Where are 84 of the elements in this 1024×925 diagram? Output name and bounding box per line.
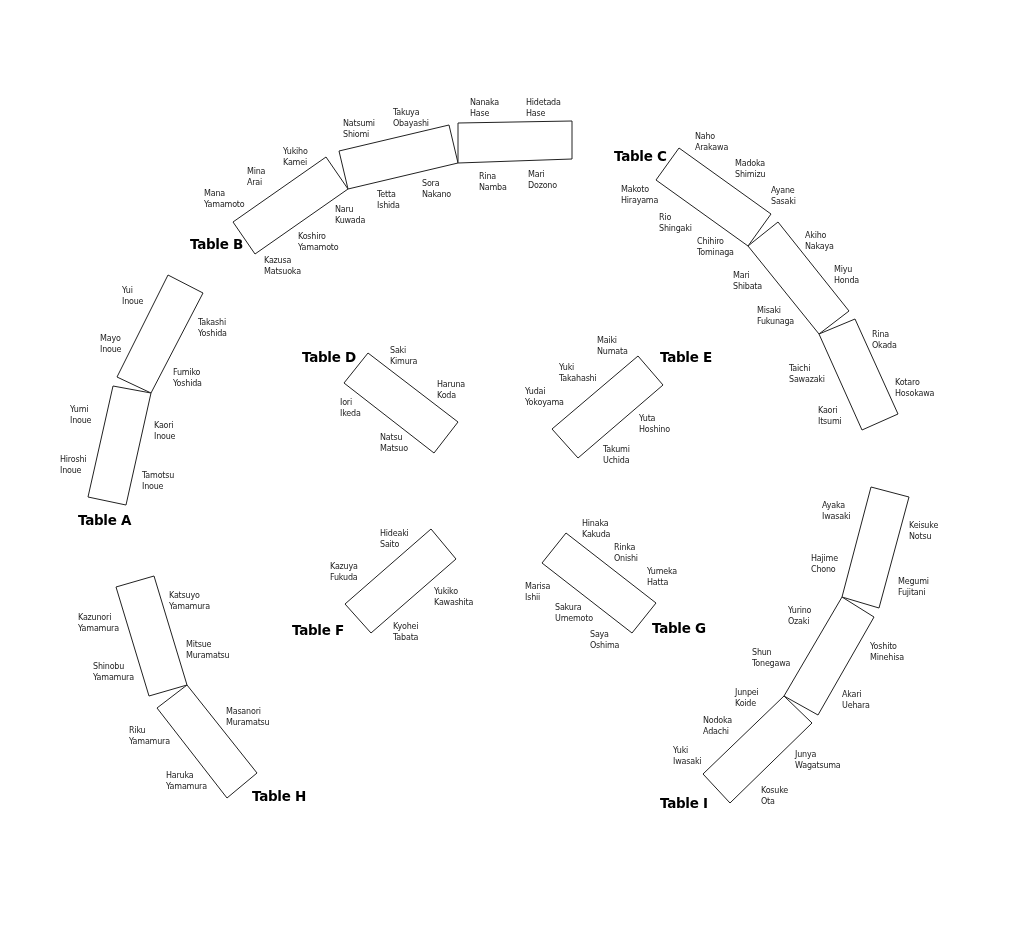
table-label: Table G	[652, 620, 706, 636]
guest-name: Miyu Honda	[834, 264, 859, 286]
table-label: Table A	[78, 512, 132, 528]
guest-name: Mayo Inoue	[100, 333, 122, 355]
guest-name: Kazuya Fukuda	[330, 561, 358, 583]
guest-name: Yuki Iwasaki	[673, 745, 702, 767]
guest-name: Chihiro Tominaga	[697, 236, 734, 258]
guest-name: Rina Okada	[872, 329, 897, 351]
guest-name: Megumi Fujitani	[898, 576, 929, 598]
guest-name: Nanaka Hase	[470, 97, 500, 119]
guest-name: Kotaro Hosokawa	[895, 377, 935, 399]
guest-name: Riku Yamamura	[129, 725, 170, 747]
guest-name: Natsumi Shiomi	[343, 118, 375, 140]
guest-name: Yuki Takahashi	[559, 362, 597, 384]
guest-name: Yurino Ozaki	[788, 605, 812, 627]
guest-name: Hidetada Hase	[526, 97, 561, 119]
table-label: Table F	[292, 622, 344, 638]
guest-name: Takashi Yoshida	[198, 317, 227, 339]
guest-name: Ayaka Iwasaki	[822, 500, 851, 522]
guest-name: Yumeka Hatta	[647, 566, 677, 588]
guest-name: Koshiro Yamamoto	[298, 231, 339, 253]
guest-name: Sakura Umemoto	[555, 602, 593, 624]
guest-name: Natsu Matsuo	[380, 432, 408, 454]
guest-name: Tetta Ishida	[377, 189, 400, 211]
guest-name: Sora Nakano	[422, 178, 452, 200]
guest-name: Mina Arai	[247, 166, 266, 188]
guest-name: Haruka Yamamura	[166, 770, 207, 792]
guest-name: Yumi Inoue	[70, 404, 92, 426]
guest-name: Rina Namba	[479, 171, 507, 193]
guest-name: Yoshito Minehisa	[870, 641, 904, 663]
guest-name: Saya Oshima	[590, 629, 620, 651]
guest-name: Kazusa Matsuoka	[264, 255, 301, 277]
table-label: Table E	[660, 349, 712, 365]
guest-name: Hinaka Kakuda	[582, 518, 611, 540]
guest-name: Kosuke Ota	[761, 785, 789, 807]
guest-name: Junpei Koide	[735, 687, 759, 709]
guest-name: Akiho Nakaya	[805, 230, 834, 252]
guest-name: Hajime Chono	[811, 553, 838, 575]
guest-name: Saki Kimura	[390, 345, 418, 367]
guest-name: Rinka Onishi	[614, 542, 638, 564]
guest-name: Hideaki Saito	[380, 528, 409, 550]
guest-name: Shun Tonegawa	[752, 647, 791, 669]
guest-name: Yudai Yokoyama	[525, 386, 564, 408]
guest-name: Mana Yamamoto	[204, 188, 245, 210]
guest-name: Haruna Koda	[437, 379, 466, 401]
guest-name: Takuya Obayashi	[393, 107, 429, 129]
guest-name: Kaori Inoue	[154, 420, 176, 442]
guest-name: Takumi Uchida	[603, 444, 630, 466]
guest-name: Kyohei Tabata	[393, 621, 419, 643]
guest-name: Kazunori Yamamura	[78, 612, 119, 634]
guest-name: Hiroshi Inoue	[60, 454, 87, 476]
guest-name: Mitsue Muramatsu	[186, 639, 230, 661]
guest-name: Naru Kuwada	[335, 204, 366, 226]
guest-name: Tamotsu Inoue	[142, 470, 175, 492]
guest-name: Shinobu Yamamura	[93, 661, 134, 683]
guest-name: Nodoka Adachi	[703, 715, 733, 737]
table-label: Table D	[302, 349, 356, 365]
guest-name: Ayane Sasaki	[771, 185, 796, 207]
table-label: Table C	[614, 148, 667, 164]
table-label: Table I	[660, 795, 708, 811]
guest-name: Mari Shibata	[733, 270, 762, 292]
guest-name: Yui Inoue	[122, 285, 144, 307]
guest-name: Iori Ikeda	[340, 397, 361, 419]
guest-name: Yuta Hoshino	[639, 413, 670, 435]
guest-name: Katsuyo Yamamura	[169, 590, 210, 612]
guest-name: Madoka Shimizu	[735, 158, 766, 180]
guest-name: Naho Arakawa	[695, 131, 729, 153]
guest-name: Marisa Ishii	[525, 581, 551, 603]
guest-name: Rio Shingaki	[659, 212, 692, 234]
guest-name: Maiki Numata	[597, 335, 628, 357]
guest-name: Masanori Muramatsu	[226, 706, 270, 728]
guest-name: Taichi Sawazaki	[789, 363, 825, 385]
guest-name: Junya Wagatsuma	[795, 749, 841, 771]
guest-name: Mari Dozono	[528, 169, 557, 191]
guest-name: Makoto Hirayama	[621, 184, 659, 206]
guest-name: Kaori Itsumi	[818, 405, 842, 427]
table-label: Table H	[252, 788, 306, 804]
table-label: Table B	[190, 236, 243, 252]
guest-name: Fumiko Yoshida	[173, 367, 202, 389]
guest-name: Misaki Fukunaga	[757, 305, 795, 327]
guest-name: Keisuke Notsu	[909, 520, 939, 542]
guest-name: Akari Uehara	[842, 689, 870, 711]
guest-name: Yukiko Kawashita	[434, 586, 474, 608]
guest-name: Yukiho Kamei	[283, 146, 308, 168]
